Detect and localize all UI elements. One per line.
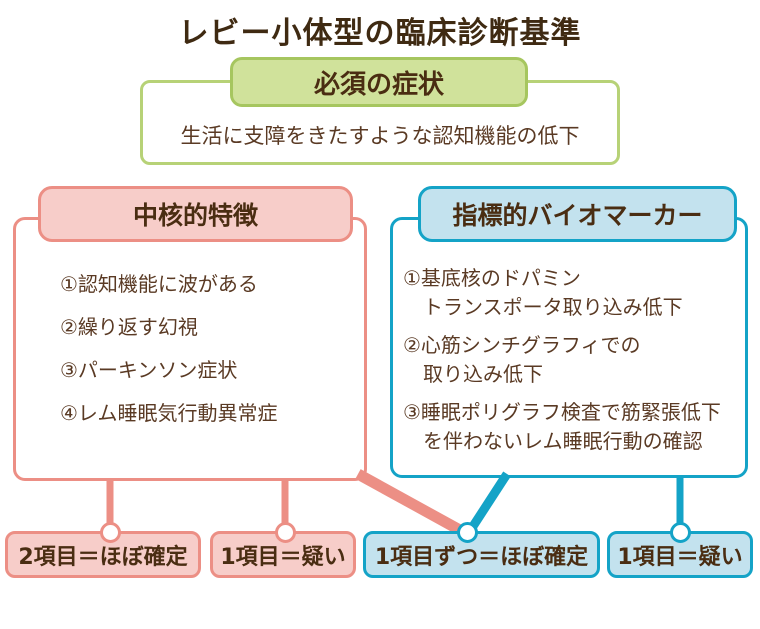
essential-symptom-header: 必須の症状 bbox=[230, 57, 528, 107]
outcome-label: 1項目ずつ＝ほぼ確定 bbox=[374, 544, 589, 570]
connector-core-to-combined bbox=[355, 469, 470, 539]
biomarker-item: ③睡眠ポリグラフ検査で筋緊張低下 を伴わないレム睡眠行動の確認 bbox=[403, 400, 721, 453]
biomarkers-header-label: 指標的バイオマーカー bbox=[452, 201, 703, 230]
connector-node bbox=[275, 522, 296, 543]
connector-node bbox=[670, 522, 691, 543]
outcome-two-items-probable: 2項目＝ほぼ確定 bbox=[5, 531, 201, 578]
biomarkers-box: ①基底核のドパミン トランスポータ取り込み低下 ②心筋シンチグラフィでの 取り込… bbox=[390, 217, 748, 478]
biomarker-item: ①基底核のドパミン トランスポータ取り込み低下 bbox=[403, 266, 683, 319]
core-feature-item: ②繰り返す幻視 bbox=[60, 315, 198, 339]
biomarkers-header: 指標的バイオマーカー bbox=[418, 186, 737, 242]
core-features-box: ①認知機能に波がある ②繰り返す幻視 ③パーキンソン症状 ④レム睡眠気行動異常症 bbox=[13, 217, 367, 481]
core-features-header-label: 中核的特徴 bbox=[132, 201, 258, 230]
connector-node bbox=[100, 522, 121, 543]
essential-symptom-text: 生活に支障をきたすような認知機能の低下 bbox=[180, 124, 580, 148]
outcome-one-each-probable: 1項目ずつ＝ほぼ確定 bbox=[363, 531, 600, 578]
core-feature-item: ④レム睡眠気行動異常症 bbox=[60, 401, 278, 425]
core-features-list: ①認知機能に波がある ②繰り返す幻視 ③パーキンソン症状 ④レム睡眠気行動異常症 bbox=[16, 220, 364, 425]
core-feature-item: ①認知機能に波がある bbox=[60, 272, 258, 296]
biomarker-item: ②心筋シンチグラフィでの 取り込み低下 bbox=[403, 333, 641, 386]
essential-symptom-header-label: 必須の症状 bbox=[313, 69, 444, 100]
biomarkers-list: ①基底核のドパミン トランスポータ取り込み低下 ②心筋シンチグラフィでの 取り込… bbox=[393, 220, 745, 456]
page-title: レビー小体型の臨床診断基準 bbox=[178, 16, 582, 51]
outcome-label: 2項目＝ほぼ確定 bbox=[18, 544, 188, 570]
outcome-label: 1項目＝疑い bbox=[617, 544, 743, 570]
core-feature-item: ③パーキンソン症状 bbox=[60, 358, 238, 382]
core-features-header: 中核的特徴 bbox=[38, 186, 353, 242]
outcome-label: 1項目＝疑い bbox=[220, 544, 346, 570]
connector-node bbox=[457, 522, 478, 543]
